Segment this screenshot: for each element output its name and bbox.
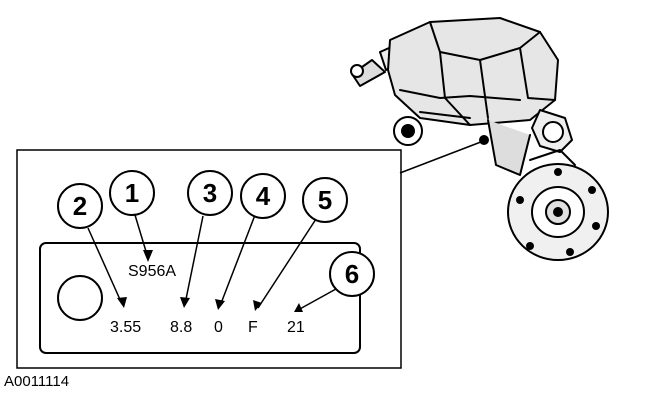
axle-assembly-illustration bbox=[350, 17, 609, 261]
tag-field-21: 21 bbox=[287, 319, 305, 336]
leader-line-to-axle bbox=[399, 139, 487, 174]
rivet-hole bbox=[57, 275, 103, 321]
figure-reference: A0011114 bbox=[4, 373, 69, 390]
callout-number-2: 2 bbox=[73, 191, 87, 221]
tag-ratio: 3.55 bbox=[110, 319, 141, 336]
axle-tag bbox=[39, 242, 361, 354]
callout-number-3: 3 bbox=[203, 178, 217, 208]
callout-leaders bbox=[87, 214, 346, 311]
tag-part-number: S956A bbox=[128, 263, 176, 280]
callout-number-1: 1 bbox=[125, 178, 139, 208]
callout-number-4: 4 bbox=[256, 181, 271, 211]
callout-number-6: 6 bbox=[345, 259, 359, 289]
callout-frame bbox=[16, 149, 402, 369]
callout-circles bbox=[57, 170, 375, 297]
tag-ring-gear-size: 8.8 bbox=[170, 319, 192, 336]
callout-arrowheads bbox=[117, 250, 303, 312]
tag-field-f: F bbox=[248, 319, 258, 336]
tag-field-0: 0 bbox=[214, 319, 223, 336]
callout-number-5: 5 bbox=[318, 185, 332, 215]
